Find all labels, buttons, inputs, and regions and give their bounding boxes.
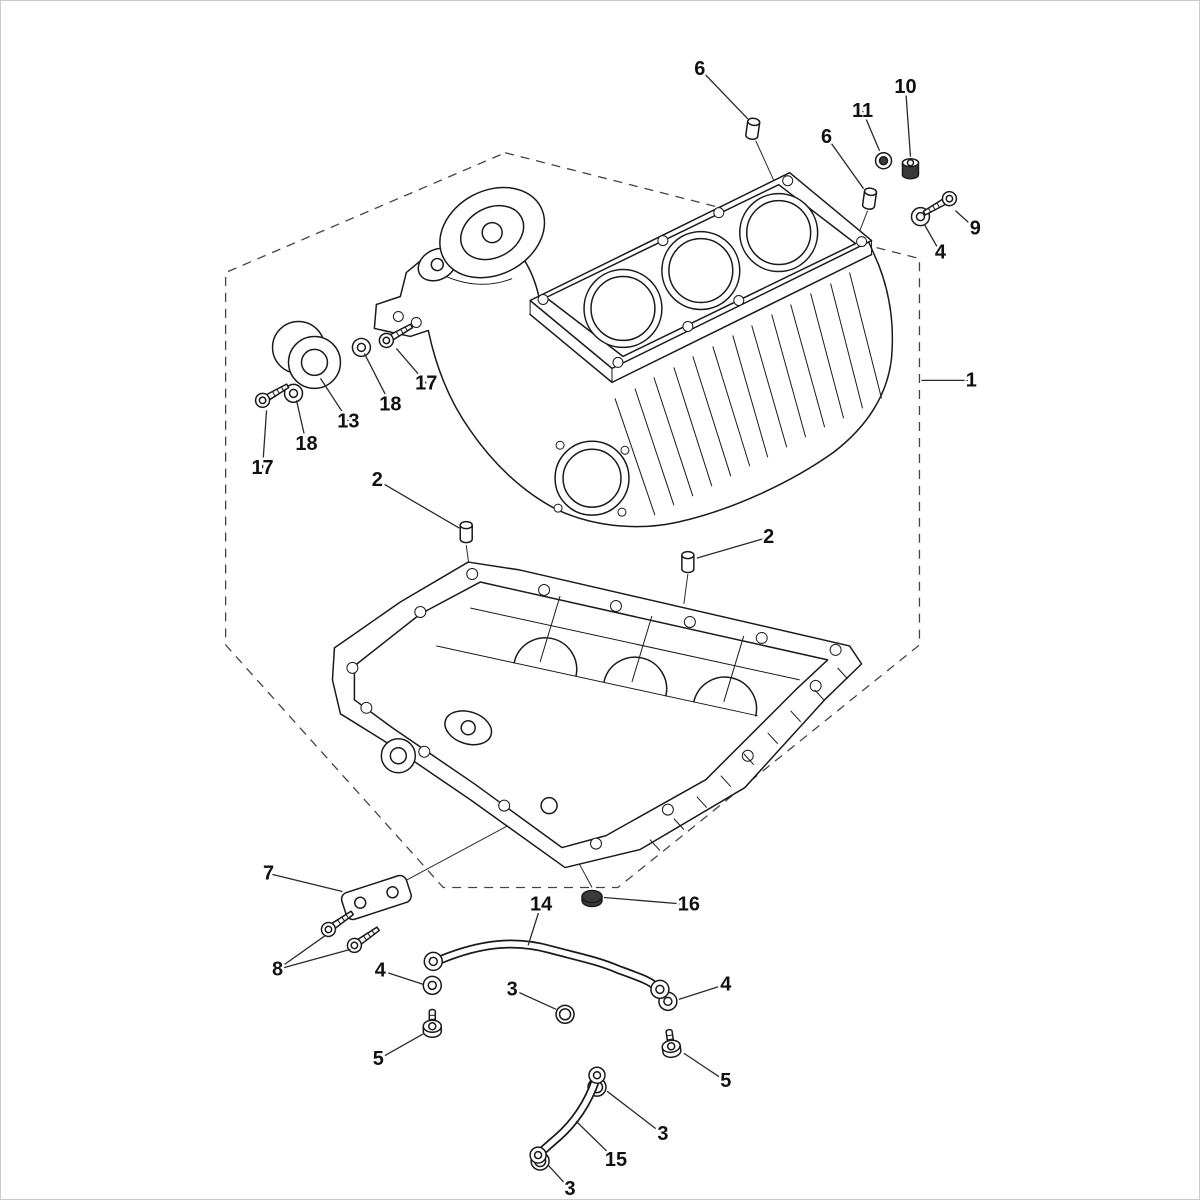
callout-label-2: 2 [372, 469, 383, 491]
callout-leader [277, 948, 351, 971]
callout-leader [380, 969, 424, 985]
callout-label-1: 1 [966, 369, 977, 391]
dowel-part-6a [744, 116, 761, 141]
callout-leader [377, 479, 460, 529]
left-housing [417, 186, 546, 285]
callout-leader [277, 934, 326, 970]
callout-leader [395, 347, 427, 384]
callout-layer: 6 10 11 6 4 9 1 17 18 13 18 17 2 2 7 16 14 8 4 3 4 5 5 3 15 3 [249, 55, 983, 1199]
washer-part-4b [422, 975, 443, 996]
callout-leader [954, 210, 976, 230]
bolt-part-8b [343, 922, 383, 956]
callout-leader [826, 136, 865, 190]
callout-leader [527, 904, 542, 946]
bolt-part-8a [317, 906, 357, 940]
callout-label-4: 4 [935, 242, 946, 264]
grommet-part-11 [874, 151, 893, 170]
callout-label-15: 15 [605, 1149, 627, 1171]
callout-leader [261, 410, 268, 469]
bolt-part-9 [920, 188, 960, 220]
callout-leader [319, 378, 349, 422]
callout-label-2: 2 [763, 526, 774, 548]
dowel-part-2b [681, 550, 695, 574]
deck-bolt-holes [537, 175, 868, 368]
callout-leader [606, 1090, 664, 1135]
callout-label-18: 18 [379, 393, 401, 415]
callout-label-8: 8 [272, 958, 283, 980]
bearing-saddles [436, 595, 800, 717]
callout-label-4: 4 [375, 959, 386, 981]
callout-leader [696, 536, 769, 559]
dowel-part-6b [861, 186, 878, 211]
bolt-part-5b [659, 1027, 683, 1060]
callout-label-13: 13 [337, 410, 359, 432]
callout-label-9: 9 [970, 218, 981, 240]
callout-leader [511, 988, 557, 1010]
callout-leader [378, 1032, 425, 1060]
callout-leader [923, 224, 941, 253]
callout-label-5: 5 [373, 1048, 384, 1070]
callout-label-3: 3 [507, 978, 518, 1000]
lower-crankcase-drawing [331, 561, 863, 869]
callout-leader [678, 983, 726, 1000]
callout-leader [861, 110, 881, 152]
crankcase-ribs [614, 272, 883, 516]
callout-leader [363, 353, 391, 405]
mounting-lug [392, 310, 422, 328]
bush-part-10 [901, 157, 920, 180]
callout-label-3: 3 [657, 1123, 668, 1145]
bolt-part-5a [422, 1008, 443, 1039]
callout-leader [603, 896, 689, 906]
oil-pipe-part-14 [423, 939, 670, 1000]
callout-label-5: 5 [720, 1070, 731, 1092]
callout-leader [547, 1164, 571, 1190]
plug-part-16 [581, 889, 603, 908]
callout-label-11: 11 [852, 100, 873, 122]
dowel-part-2a [459, 520, 473, 544]
callout-label-18: 18 [295, 433, 317, 455]
callout-label-4: 4 [720, 973, 731, 995]
oring-part-3a [555, 1004, 575, 1025]
cylinder-deck [529, 171, 873, 384]
callout-leader [699, 68, 749, 120]
upper-crankcase-drawing [373, 171, 894, 528]
callout-label-17: 17 [415, 372, 437, 394]
bush-part-13 [271, 320, 342, 390]
callout-leader [575, 1120, 617, 1161]
callout-leader [268, 872, 343, 893]
callout-label-6: 6 [821, 126, 832, 148]
callout-label-10: 10 [894, 76, 916, 98]
callout-label-7: 7 [263, 863, 274, 885]
bracket-mount-boss [540, 796, 558, 815]
left-boss [380, 710, 493, 774]
callout-label-6: 6 [694, 58, 705, 80]
bracket-part-7 [340, 874, 412, 921]
callout-label-14: 14 [530, 893, 552, 915]
fastener-parts [252, 116, 960, 1171]
oil-pipes [423, 939, 670, 1164]
callout-label-16: 16 [678, 893, 700, 915]
edge-rib-ticks [649, 667, 848, 851]
crank-end-opening [553, 440, 630, 517]
washer-part-18a [351, 337, 372, 358]
oil-pipe-part-15 [529, 1066, 606, 1164]
callout-label-17: 17 [251, 457, 273, 479]
callout-leader [683, 1052, 727, 1082]
rim-bolt-bosses [346, 568, 842, 850]
callout-leader [295, 400, 308, 445]
callout-label-3: 3 [564, 1178, 575, 1199]
callout-leader [904, 86, 912, 157]
